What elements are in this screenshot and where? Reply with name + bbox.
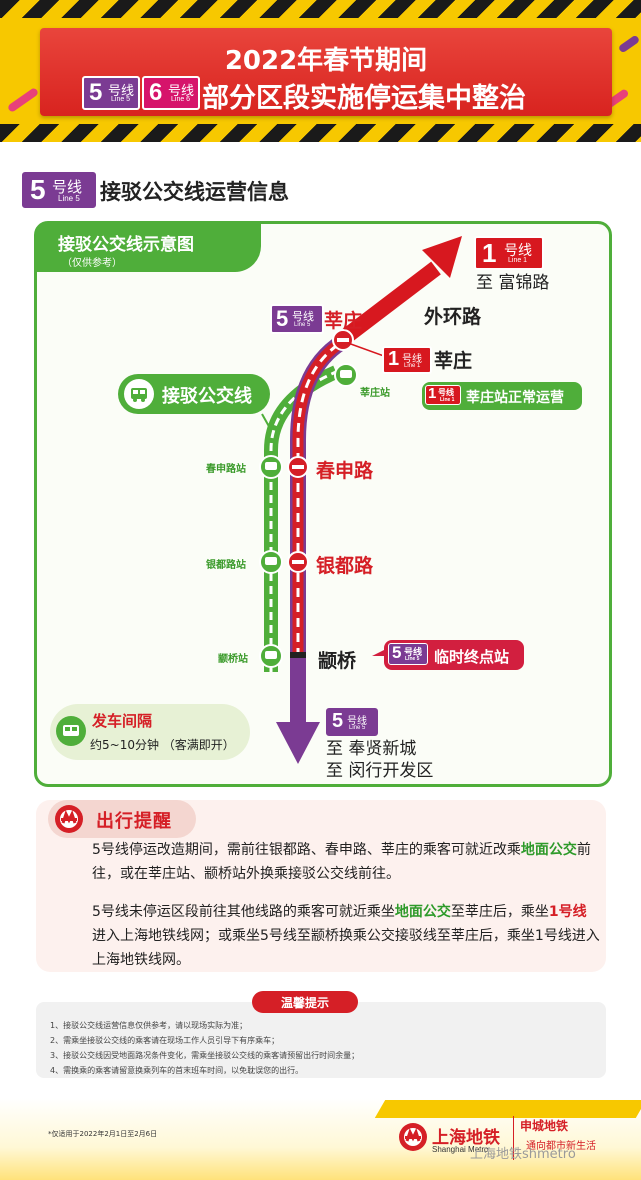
station-xinzhuang: 莘庄 xyxy=(324,310,363,332)
tip-item: 4、需换乘的乘客请留意换乘列车的首末班车时间，以免耽误您的出行。 xyxy=(50,1066,304,1075)
station-yindu: 银都路 xyxy=(316,555,374,577)
metro-logo-text: 上海地铁 xyxy=(432,1128,500,1148)
section-line5-badge: 5 号线 Line 5 xyxy=(22,172,96,208)
reminder-paragraph-1: 5号线停运改造期间，需前往银都路、春申路、莘庄的乘客可就近改乘地面公交前往，或在… xyxy=(92,842,591,882)
tips-tab xyxy=(252,991,358,1013)
closed-station-icon xyxy=(332,329,354,351)
tip-item: 2、需乘坐接驳公交线的乘客请在现场工作人员引导下有序乘车； xyxy=(50,1036,280,1045)
line6-badge: 6 号线 Line 6 xyxy=(142,76,200,110)
tips-box xyxy=(36,1002,606,1078)
tip-item: 1、接驳公交线运营信息仅供参考，请以现场实际为准； xyxy=(50,1021,248,1030)
interval-text: 约5~10分钟 （客满即开） xyxy=(90,738,235,752)
line5-badge-south: 5 号线 Line 5 xyxy=(326,708,378,736)
interval-title: 发车间隔 xyxy=(92,712,153,730)
line1-badge-small: 1 号线 Line 1 xyxy=(425,385,461,405)
title-panel: 2022年春节期间 5 号线 Line 5 6 号线 Line 6 部分区段实施… xyxy=(40,28,612,116)
reminder-title: 出行提醒 xyxy=(96,811,172,832)
line5-badge-xinzhuang: 5 号线 Line 5 xyxy=(270,304,324,334)
title-line2: 部分区段实施停运集中整治 xyxy=(202,83,526,114)
closed-station-icon xyxy=(287,551,309,573)
bus-stop-icon xyxy=(259,455,283,479)
slogan-line2: 通向都市新生活 xyxy=(526,1141,596,1152)
metro-logo-icon xyxy=(398,1122,428,1152)
bus-stop-icon xyxy=(334,363,358,387)
outer-ring-label: 外环路 xyxy=(424,306,482,328)
line5-south-track xyxy=(290,656,306,726)
closed-station-icon xyxy=(287,456,309,478)
metro-logo-icon xyxy=(54,804,84,834)
terminal-pill: 5 号线 Line 5 临时终点站 xyxy=(384,640,524,670)
line1-badge: 1 号线 Line 1 xyxy=(474,236,544,270)
map-tab-title: 接驳公交线示意图 xyxy=(58,235,194,255)
xinzhuang-status-pill: 1 号线 Line 1 莘庄站正常运营 xyxy=(422,382,582,410)
metro-logo-en: Shanghai Metro xyxy=(432,1145,489,1154)
line5-badge-small: 5 号线 Line 5 xyxy=(388,643,428,665)
footer-note: *仅适用于2022年2月1日至2月6日 xyxy=(48,1130,158,1138)
map-tab xyxy=(35,222,261,272)
tips-title: 温馨提示 xyxy=(280,996,329,1010)
slogan-line1: 申城地铁 xyxy=(520,1119,569,1133)
watermark: 上海地铁shmetro xyxy=(470,1147,576,1162)
line5-direction-minhang: 至 闵行开发区 xyxy=(326,761,434,781)
title-line1: 2022年春节期间 xyxy=(224,46,428,76)
station-chunshen: 春申路 xyxy=(316,460,374,482)
bus-icon xyxy=(56,716,86,746)
bus-stop-zhuanqiao: 颛桥站 xyxy=(218,654,248,665)
line1-arrow xyxy=(422,236,462,278)
bus-stop-yindu: 银都路站 xyxy=(206,560,246,571)
section-title: 接驳公交线运营信息 xyxy=(100,180,289,204)
line5-badge: 5 号线 Line 5 xyxy=(82,76,140,110)
bus-stop-xinzhuang: 莘庄站 xyxy=(360,388,390,399)
map-tab-note: （仅供参考） xyxy=(62,258,122,269)
tip-item: 3、接驳公交线因受地面路况条件变化，需乘坐接驳公交线的乘客请预留出行时间余量； xyxy=(50,1051,360,1060)
header-banner: 2022年春节期间 5 号线 Line 5 6 号线 Line 6 部分区段实施… xyxy=(0,0,641,142)
hazard-stripe-bottom xyxy=(0,124,641,142)
footer-accent xyxy=(374,1100,641,1118)
line5-south-arrow xyxy=(276,722,320,764)
divider xyxy=(513,1116,514,1160)
line5-direction-fengxian: 至 奉贤新城 xyxy=(326,739,417,759)
station-zhuanqiao: 颛桥 xyxy=(318,650,357,672)
bus-stop-chunshen: 春申路站 xyxy=(206,464,246,475)
bus-stop-icon xyxy=(259,550,283,574)
line1-station-xinzhuang: 莘庄 xyxy=(434,350,473,372)
hazard-stripe-top xyxy=(0,0,641,18)
terminal-bar xyxy=(290,652,306,658)
line1-direction: 至 富锦路 xyxy=(476,273,550,293)
bus-stop-icon xyxy=(259,644,283,668)
bus-line-label: 接驳公交线 xyxy=(118,374,270,414)
line1-track xyxy=(339,261,441,345)
reminder-paragraph-2: 5号线未停运区段前往其他线路的乘客可就近乘坐地面公交至莘庄后，乘坐1号线进入上海… xyxy=(92,904,600,968)
bus-icon xyxy=(124,379,154,409)
line1-badge-xinzhuang: 1 号线 Line 1 xyxy=(382,346,432,374)
